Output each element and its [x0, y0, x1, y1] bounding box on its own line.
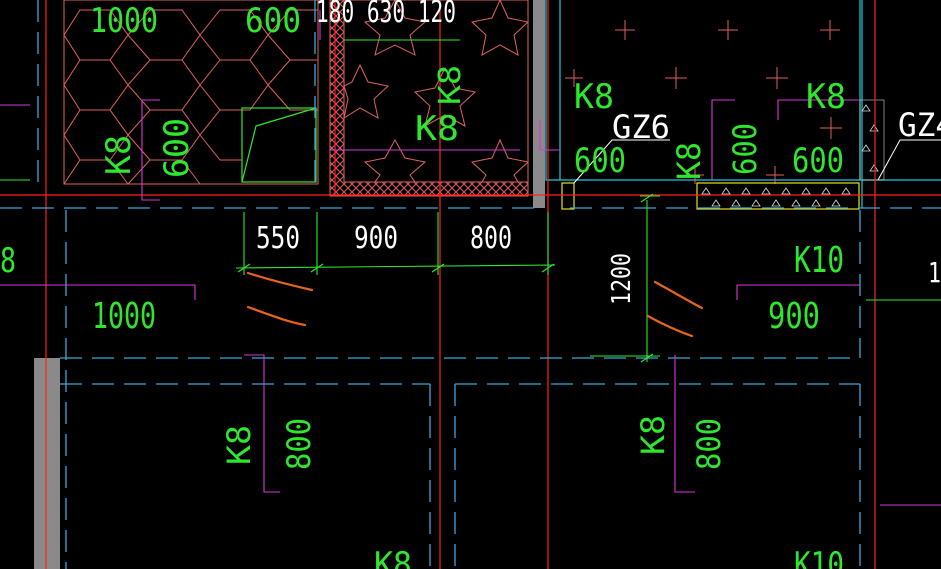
- label-star-k8-vertical: K8: [433, 65, 468, 105]
- concrete-walls: [34, 0, 545, 569]
- label-top-600: 600: [245, 1, 301, 41]
- star-hatch-room: [329, 0, 530, 197]
- label-k10-right: K10: [794, 240, 844, 281]
- label-star-k8: K8: [415, 109, 459, 149]
- label-k8-800-right: 800: [690, 418, 728, 470]
- label-left-8: 8: [0, 241, 16, 281]
- label-top-1000: 1000: [90, 1, 158, 41]
- label-r-600-b: 600: [726, 123, 764, 175]
- dim-800: 800: [470, 221, 512, 256]
- label-k8-bottom-right: K8: [634, 415, 672, 455]
- dimension-lines: [0, 39, 941, 363]
- green-shaft-box: [241, 107, 317, 183]
- label-bottom-k8: K8: [374, 545, 412, 569]
- label-r-900: 900: [768, 296, 820, 337]
- tag-gz4: GZ4: [898, 106, 941, 144]
- hexagon-hatch-area: [63, 0, 319, 185]
- tag-gz6: GZ6: [612, 108, 670, 146]
- label-k8-bottom-left: K8: [220, 425, 258, 465]
- dim-1200: 1200: [607, 253, 637, 305]
- label-hex-k8: K8: [99, 135, 139, 175]
- label-top-dims: 180 630 120: [316, 0, 456, 30]
- yellow-lintel-beam: [561, 99, 885, 210]
- label-left-1000: 1000: [92, 296, 156, 337]
- tag-leader-lines: [573, 139, 941, 184]
- label-r-600-a: 600: [574, 141, 626, 181]
- label-r-k8-a: K8: [574, 77, 614, 117]
- dim-550: 550: [256, 221, 300, 256]
- white-crosses: [565, 20, 842, 184]
- label-hex-600: 600: [157, 118, 197, 178]
- label-edge-1: 1: [928, 256, 941, 289]
- label-r-k8-c: K8: [806, 77, 846, 117]
- dim-900: 900: [354, 221, 398, 256]
- magenta-leader-lines: [0, 10, 941, 506]
- label-r-k8-b: K8: [670, 142, 708, 180]
- label-r-600-c: 600: [792, 141, 844, 181]
- break-marks: [246, 271, 704, 338]
- label-k8-800-left: 800: [280, 418, 318, 470]
- label-bottom-k10: K10: [794, 545, 844, 569]
